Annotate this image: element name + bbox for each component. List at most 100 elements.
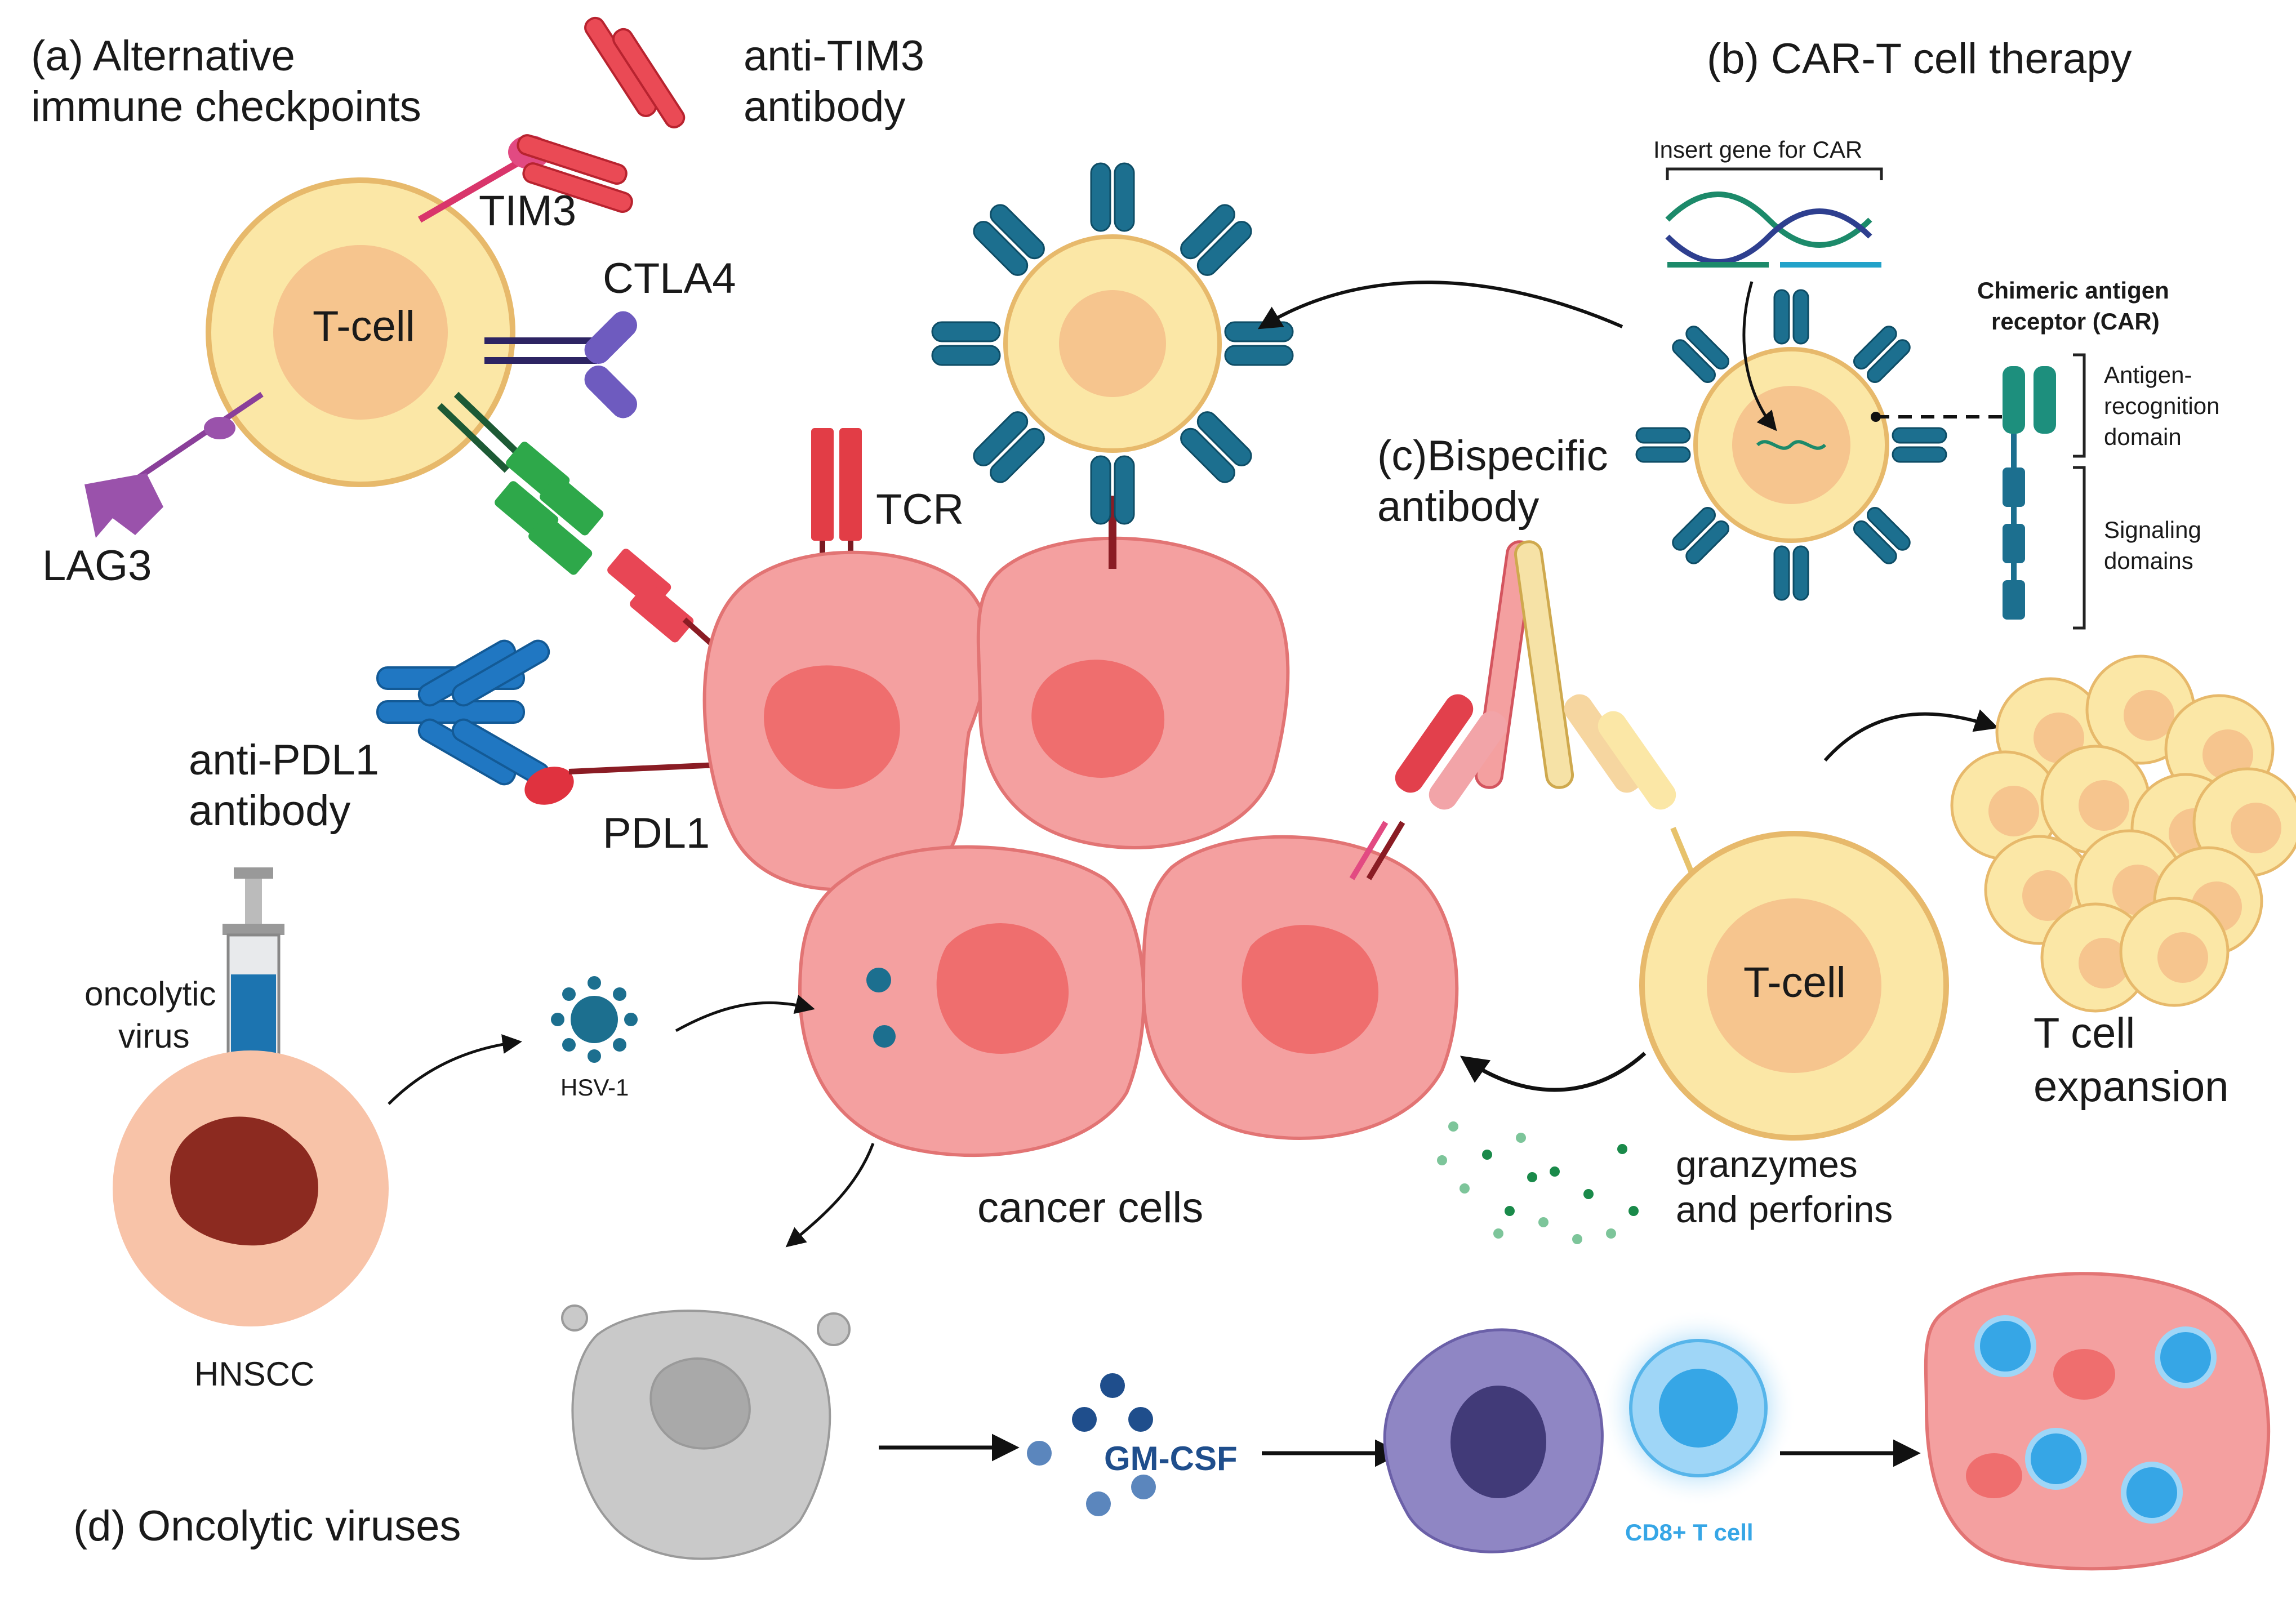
granzyme-dot xyxy=(1516,1133,1526,1143)
car-receptor xyxy=(1773,545,1809,601)
car-receptor xyxy=(1090,162,1135,232)
virus-particle-in-cell xyxy=(866,968,896,1048)
gmcsf-label: GM-CSF xyxy=(1104,1440,1238,1477)
pd1-green-receptor xyxy=(437,391,740,670)
ctla4-receptor xyxy=(484,311,638,418)
expansion-tcell-nucleus xyxy=(2202,729,2253,780)
anti-pdl1-label-2: antibody xyxy=(189,787,350,835)
car-receptor xyxy=(973,411,1045,483)
granzyme-dot xyxy=(1538,1217,1549,1227)
oncolytic-label-1: oncolytic xyxy=(84,975,216,1013)
panel-c-title-2: antibody xyxy=(1377,483,1539,531)
virus-to-cancer-arrow xyxy=(675,995,815,1032)
granzyme-dot xyxy=(1482,1150,1492,1160)
granzyme-dots xyxy=(1437,1121,1639,1244)
tcell-right xyxy=(1639,831,1949,1141)
lag3-receptor xyxy=(84,391,264,538)
granzymes-label-2: and perforins xyxy=(1676,1188,1893,1230)
granzyme-dot xyxy=(1583,1189,1594,1199)
dendritic-cell xyxy=(1383,1328,1604,1553)
car-receptor-detail xyxy=(2003,353,2086,630)
anti-tim3-label-1: anti-TIM3 xyxy=(744,32,924,80)
granzyme-dot xyxy=(1493,1228,1503,1239)
car-receptors-small xyxy=(1635,289,1947,601)
car-title-2: receptor (CAR) xyxy=(1991,308,2160,335)
tcell-expansion-cluster xyxy=(1950,654,2296,1013)
tcell-expansion-label-2: expansion xyxy=(2034,1063,2229,1111)
car-receptor xyxy=(1853,506,1911,564)
panel-a-title-1: (a) Alternative xyxy=(31,32,295,80)
expansion-tcell-nucleus xyxy=(2157,932,2208,983)
hnscc-label: HNSCC xyxy=(194,1355,314,1393)
tcell-to-cancer-arrow xyxy=(1460,1052,1647,1092)
tcell-right-label: T-cell xyxy=(1743,959,1846,1007)
granzyme-dot xyxy=(1448,1121,1458,1132)
expansion-tcell-nucleus xyxy=(2231,803,2281,853)
cd8-label: CD8+ T cell xyxy=(1625,1519,1754,1546)
panel-d-title: (d) Oncolytic viruses xyxy=(73,1502,461,1550)
car-receptor xyxy=(1635,427,1691,463)
oncolytic-label-2: virus xyxy=(118,1017,190,1055)
antigen-domain-label-2: recognition xyxy=(2104,393,2219,419)
car-receptors-center xyxy=(931,162,1294,525)
anti-tim3-antibody xyxy=(517,16,686,213)
expansion-tcell-nucleus xyxy=(2079,780,2129,831)
tim3-label: TIM3 xyxy=(479,187,576,235)
panel-b-title: (b) CAR-T cell therapy xyxy=(1707,35,2132,83)
car-receptor xyxy=(1180,411,1252,483)
car-receptor xyxy=(931,321,1001,366)
car-to-center-arrow xyxy=(1257,280,1623,329)
granzyme-dot xyxy=(1527,1172,1537,1182)
car-receptor xyxy=(1224,321,1294,366)
signaling-domain-label-2: domains xyxy=(2104,547,2193,574)
tcr-label: TCR xyxy=(876,486,964,533)
bispecific-antibody xyxy=(1349,540,1704,897)
cd8-t-cell xyxy=(1600,1310,1797,1507)
car-title-1: Chimeric antigen xyxy=(1977,277,2169,304)
car-receptor xyxy=(1773,289,1809,345)
signaling-domain-label-1: Signaling xyxy=(2104,516,2201,543)
ctla4-label: CTLA4 xyxy=(603,255,736,302)
expansion-tcell-nucleus xyxy=(2079,938,2129,988)
granzymes-label-1: granzymes xyxy=(1676,1143,1858,1185)
tumor-to-virus-arrow xyxy=(388,1034,522,1105)
granzyme-dot xyxy=(1460,1183,1470,1194)
granzyme-dot xyxy=(1437,1155,1447,1165)
anti-tim3-label-2: antibody xyxy=(744,83,905,131)
infiltrated-tumor xyxy=(1924,1272,2271,1571)
cancer-cell-4 xyxy=(1141,835,1459,1140)
antigen-domain-label-1: Antigen- xyxy=(2104,362,2192,388)
car-receptor xyxy=(973,204,1045,276)
tcell-expansion-arrow xyxy=(1823,709,1999,762)
cancer-cell-1 xyxy=(702,550,990,892)
hnscc-tumor xyxy=(113,1050,389,1326)
expansion-tcell-nucleus xyxy=(1988,786,2039,836)
cancer-cells-label: cancer cells xyxy=(977,1184,1203,1232)
panel-a-title-2: immune checkpoints xyxy=(31,83,421,131)
granzyme-dot xyxy=(1628,1206,1639,1216)
cancer-cell-3 xyxy=(798,845,1146,1157)
car-receptor xyxy=(1853,326,1911,384)
cancer-to-lysis-arrow xyxy=(785,1143,875,1248)
tcell-expansion-label-1: T cell xyxy=(2034,1009,2135,1057)
anti-pdl1-label-1: anti-PDL1 xyxy=(189,736,379,784)
car-t-cell-center xyxy=(1003,234,1222,569)
hsv1-label: HSV-1 xyxy=(560,1074,629,1101)
cancer-cell-2 xyxy=(976,536,1290,849)
antigen-domain-label-3: domain xyxy=(2104,424,2182,450)
granzyme-dot xyxy=(1606,1228,1616,1239)
car-receptor xyxy=(1180,204,1252,276)
anti-pdl1-antibody xyxy=(376,639,550,786)
panel-c-title-1: (c)Bispecific xyxy=(1377,432,1608,480)
insert-gene-label: Insert gene for CAR xyxy=(1653,136,1862,163)
granzyme-dot xyxy=(1572,1234,1582,1244)
car-receptor xyxy=(1672,506,1730,564)
tcell-left-label: T-cell xyxy=(313,302,415,350)
expansion-tcell-nucleus xyxy=(2022,870,2073,921)
lysed-cell-debris xyxy=(561,1304,851,1560)
pdl1-label: PDL1 xyxy=(603,809,710,857)
expansion-tcell-nucleus xyxy=(2124,690,2174,741)
tcell-left xyxy=(206,177,515,487)
